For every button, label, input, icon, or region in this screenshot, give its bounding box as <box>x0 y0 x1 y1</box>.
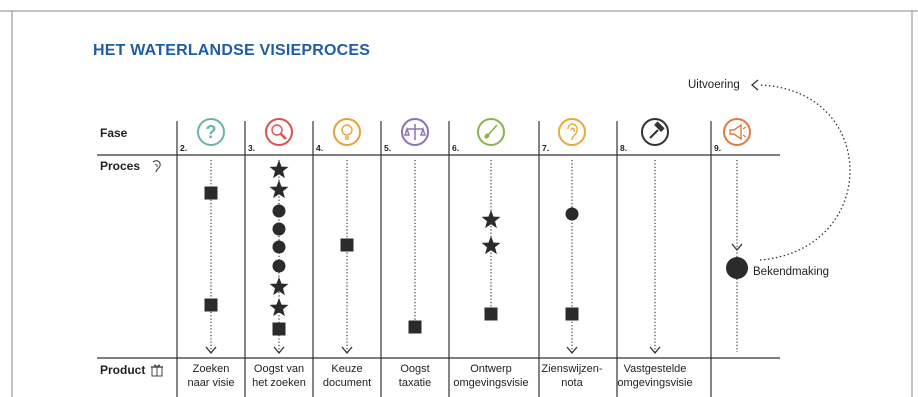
phase-column: 4. Keuze document <box>312 118 371 397</box>
product-label: Zienswijzen- <box>541 363 602 375</box>
process-marker-square <box>204 186 218 200</box>
process-marker-circle <box>565 207 579 221</box>
ear-small-icon <box>152 160 161 173</box>
phase-column: 6. Ontwerp omgevingsvisie <box>448 118 529 397</box>
process-marker-circle <box>272 204 286 218</box>
process-marker-star <box>269 180 289 199</box>
process-marker-circle <box>272 222 286 236</box>
phase-column: 5. Oogst taxatie <box>380 118 431 397</box>
row-label-product: Product <box>100 363 145 377</box>
product-label: Zoeken <box>193 363 230 375</box>
shovel-icon <box>477 118 505 146</box>
flow-arrowhead <box>205 346 217 355</box>
phase-columns: 2.? Zoeken naar visie 3. Oogst van het zoeken… <box>176 118 751 397</box>
uitvoering-arrowhead <box>750 79 759 91</box>
process-marker-bigcircle <box>726 257 748 279</box>
process-marker-square <box>272 322 286 336</box>
process-marker-square <box>204 298 218 312</box>
process-marker-square <box>340 238 354 252</box>
process-marker-star <box>269 298 289 317</box>
hammer-icon <box>641 118 669 146</box>
phase-number: 6. <box>452 143 459 153</box>
balance-icon <box>401 118 429 146</box>
product-label: nota <box>561 377 583 389</box>
phase-column: 9. <box>710 118 751 397</box>
phase-number: 9. <box>714 143 721 153</box>
product-label: Ontwerp <box>470 363 512 375</box>
phase-number: 3. <box>248 143 255 153</box>
process-marker-square <box>565 307 579 321</box>
process-marker-star <box>269 160 289 179</box>
product-label: Oogst <box>400 363 429 375</box>
uitvoering-loop-arrow <box>759 84 851 261</box>
product-label: Vastgestelde <box>624 363 687 375</box>
svg-text:?: ? <box>206 122 217 142</box>
process-marker-star <box>481 236 501 255</box>
product-label: het zoeken <box>252 377 306 389</box>
phase-number: 8. <box>620 143 627 153</box>
flow-arrowhead <box>566 346 578 355</box>
process-marker-square <box>484 307 498 321</box>
phase-column: 8. Vastgestelde omgevingsvisie <box>616 118 693 397</box>
gift-small-icon <box>151 364 163 377</box>
question-icon: ? <box>197 118 225 146</box>
product-label: taxatie <box>399 377 431 389</box>
flow-arrowhead <box>273 346 285 355</box>
flow-arrowhead <box>731 243 743 252</box>
product-label: Oogst van <box>254 363 304 375</box>
ear-icon <box>558 118 586 146</box>
phase-number: 4. <box>316 143 323 153</box>
bekendmaking-label: Bekendmaking <box>753 266 829 278</box>
magnifier-icon <box>265 118 293 146</box>
process-marker-square <box>408 320 422 334</box>
product-label: omgevingsvisie <box>453 377 528 389</box>
row-label-proces: Proces <box>100 159 140 173</box>
phase-number: 2. <box>180 143 187 153</box>
phase-column: 7. Zienswijzen-nota <box>538 118 603 397</box>
phase-column: 2.? Zoeken naar visie <box>176 118 235 397</box>
phase-column: 3. Oogst van het zoeken <box>244 118 306 397</box>
product-label: omgevingsvisie <box>617 377 692 389</box>
process-marker-circle <box>272 240 286 254</box>
uitvoering-label: Uitvoering <box>688 79 740 91</box>
product-label: document <box>323 377 371 389</box>
product-label: Keuze <box>331 363 362 375</box>
flow-arrowhead <box>341 346 353 355</box>
product-label: naar visie <box>187 377 234 389</box>
process-marker-star <box>269 277 289 296</box>
process-marker-star <box>481 210 501 229</box>
phase-number: 5. <box>384 143 391 153</box>
phase-number: 7. <box>542 143 549 153</box>
megaphone-icon <box>723 118 751 146</box>
row-label-fase: Fase <box>100 126 128 140</box>
page-title: HET WATERLANDSE VISIEPROCES <box>93 42 371 59</box>
flow-arrowhead <box>649 346 661 355</box>
process-marker-circle <box>272 259 286 273</box>
lightbulb-icon <box>333 118 361 146</box>
